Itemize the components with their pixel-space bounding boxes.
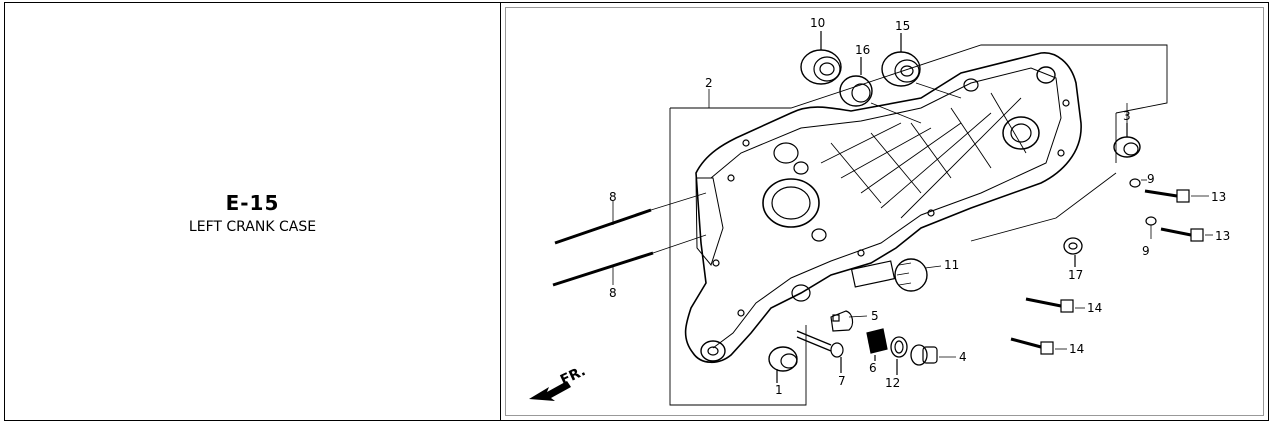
callout-9b: 9 xyxy=(1142,244,1150,258)
part-name: LEFT CRANK CASE xyxy=(188,219,317,235)
callout-8b: 8 xyxy=(609,286,617,300)
exploded-parts-diagram: FR. 1 2 3 4 5 6 7 8 8 9 9 10 11 12 13 13… xyxy=(529,16,1230,406)
part-5 xyxy=(830,310,868,332)
callout-8a: 8 xyxy=(609,190,617,204)
callout-2: 2 xyxy=(705,76,713,90)
stud-8a xyxy=(554,192,707,248)
shaft-7 xyxy=(796,330,844,373)
callout-7: 7 xyxy=(838,374,846,388)
callout-17: 17 xyxy=(1068,268,1083,282)
callout-3: 3 xyxy=(1123,109,1131,123)
stud-8b xyxy=(552,234,707,287)
bolt-14a xyxy=(1025,297,1085,313)
callout-13b: 13 xyxy=(1215,229,1230,243)
direction-label: FR. xyxy=(558,363,588,388)
callout-12: 12 xyxy=(885,376,900,390)
washer-9b xyxy=(1145,216,1157,226)
washer-9a xyxy=(1129,178,1141,188)
bearing-11 xyxy=(894,258,942,292)
callout-14a: 14 xyxy=(1087,301,1102,315)
crank-case-body xyxy=(684,52,1082,364)
callout-14b: 14 xyxy=(1069,342,1084,356)
callout-4: 4 xyxy=(959,350,967,364)
bearing-15 xyxy=(881,33,962,99)
callout-6: 6 xyxy=(869,361,877,375)
bearing-16 xyxy=(839,57,922,124)
callout-15: 15 xyxy=(895,19,910,33)
bushing-1 xyxy=(768,346,798,383)
callout-9a: 9 xyxy=(1147,172,1155,186)
parts-frame: E-15 LEFT CRANK CASE xyxy=(4,2,1269,421)
diagram-border xyxy=(505,7,1264,416)
callout-11: 11 xyxy=(944,258,959,272)
bearing-10 xyxy=(800,31,842,85)
spring-6 xyxy=(866,328,888,361)
part-title-cell: E-15 LEFT CRANK CASE xyxy=(5,3,501,420)
callout-10: 10 xyxy=(810,16,825,30)
callout-16: 16 xyxy=(855,43,870,57)
washer-17 xyxy=(1063,237,1083,267)
callout-labels: 1 2 3 4 5 6 7 8 8 9 9 10 11 12 13 13 14 … xyxy=(609,16,1230,397)
bolt-13a xyxy=(1144,189,1209,203)
callout-1: 1 xyxy=(775,383,783,397)
callout-13a: 13 xyxy=(1211,190,1226,204)
oring-12 xyxy=(890,336,908,375)
callout-5: 5 xyxy=(871,309,879,323)
diagram-cell: FR. 1 2 3 4 5 6 7 8 8 9 9 10 11 12 13 13… xyxy=(501,3,1268,420)
part-code: E-15 xyxy=(225,191,280,215)
bushing-3 xyxy=(1113,123,1141,158)
plug-4 xyxy=(910,344,956,366)
front-direction-arrow: FR. xyxy=(529,363,588,401)
bolt-14b xyxy=(1010,337,1067,355)
bolt-13b xyxy=(1160,227,1213,242)
